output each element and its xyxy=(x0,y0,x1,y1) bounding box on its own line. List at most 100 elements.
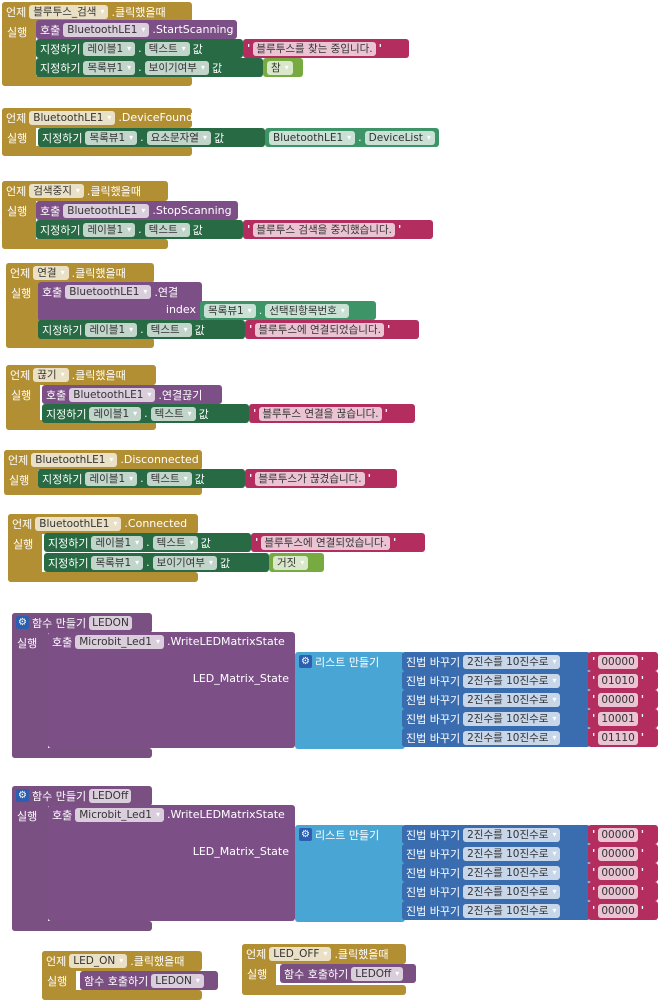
dropdown[interactable]: BluetoothLE1▾ xyxy=(35,516,122,531)
dropdown[interactable]: 보이기여부▾ xyxy=(152,555,217,570)
dropdown[interactable]: 레이블1▾ xyxy=(85,322,138,337)
dropdown[interactable]: DeviceList▾ xyxy=(364,130,435,145)
dropdown[interactable]: 2진수를 10진수로▾ xyxy=(463,846,561,861)
dropdown[interactable]: 2진수를 10진수로▾ xyxy=(463,692,561,707)
dropdown[interactable]: 요소문자열▾ xyxy=(146,130,211,145)
dropdown[interactable]: 2진수를 10진수로▾ xyxy=(463,711,561,726)
dropdown[interactable]: 레이블1▾ xyxy=(83,222,136,237)
dropdown[interactable]: LEDON▾ xyxy=(151,973,204,988)
make-a-list[interactable]: ⚙리스트 만들기 xyxy=(295,825,405,922)
dropdown[interactable]: BluetoothLE1▾ xyxy=(63,203,150,218)
text-string[interactable]: '블루투스 검색을 중지했습니다.' xyxy=(243,220,433,239)
dropdown[interactable]: 2진수를 10진수로▾ xyxy=(463,673,561,688)
dropdown[interactable]: 거짓▾ xyxy=(273,555,309,570)
dropdown[interactable]: 레이블1▾ xyxy=(89,406,142,421)
dropdown[interactable]: BluetoothLE1▾ xyxy=(31,452,118,467)
name-field[interactable]: LEDOff xyxy=(89,788,132,803)
dropdown[interactable]: 2진수를 10진수로▾ xyxy=(463,730,561,745)
dropdown[interactable]: BluetoothLE1▾ xyxy=(29,110,116,125)
text-string-field[interactable]: 블루투스 검색을 중지했습니다. xyxy=(253,222,395,237)
gear-icon[interactable]: ⚙ xyxy=(299,655,312,668)
text-string-field[interactable]: 00000 xyxy=(598,903,638,918)
dropdown[interactable]: 텍스트▾ xyxy=(152,535,198,550)
gear-icon[interactable]: ⚙ xyxy=(299,828,312,841)
dropdown[interactable]: BluetoothLE1▾ xyxy=(269,130,356,145)
dropdown[interactable]: LED_OFF▾ xyxy=(269,946,332,961)
dropdown[interactable]: 선택된항목번호▾ xyxy=(265,303,349,318)
dropdown[interactable]: 텍스트▾ xyxy=(150,406,196,421)
text-string[interactable]: '블루투스 연결을 끊습니다.' xyxy=(249,404,415,423)
dropdown[interactable]: 목록뷰1▾ xyxy=(83,60,136,75)
make-a-list[interactable]: ⚙리스트 만들기 xyxy=(295,652,405,749)
text-string[interactable]: '01010' xyxy=(588,671,658,690)
dropdown[interactable]: 끊기▾ xyxy=(33,367,69,382)
text-string[interactable]: '00000' xyxy=(588,652,658,671)
dropdown[interactable]: LEDOff▾ xyxy=(351,966,404,981)
text-string-field[interactable]: 00000 xyxy=(598,827,638,842)
text-string-field[interactable]: 00000 xyxy=(598,865,638,880)
gear-icon[interactable]: ⚙ xyxy=(16,616,29,629)
dropdown[interactable]: 보이기여부▾ xyxy=(144,60,209,75)
dropdown[interactable]: 참▾ xyxy=(267,60,293,75)
gear-icon[interactable]: ⚙ xyxy=(16,789,29,802)
dropdown[interactable]: BluetoothLE1▾ xyxy=(65,284,152,299)
text-string[interactable]: '00000' xyxy=(588,882,658,901)
dropdown[interactable]: BluetoothLE1▾ xyxy=(69,387,156,402)
dropdown[interactable]: 레이블1▾ xyxy=(91,535,144,550)
text-string[interactable]: '00000' xyxy=(588,690,658,709)
dropdown[interactable]: 2진수를 10진수로▾ xyxy=(463,865,561,880)
text-string[interactable]: '블루투스에 연결되었습니다.' xyxy=(245,320,419,339)
text-string-field[interactable]: 블루투스에 연결되었습니다. xyxy=(261,535,390,550)
dropdown[interactable]: 레이블1▾ xyxy=(85,471,138,486)
dropdown[interactable]: LED_ON▾ xyxy=(69,953,128,968)
dropdown[interactable]: 텍스트▾ xyxy=(146,322,192,337)
dropdown[interactable]: 목록뷰1▾ xyxy=(91,555,144,570)
boolean-false[interactable]: 거짓▾ xyxy=(269,553,324,572)
name-field[interactable]: LEDON xyxy=(89,615,132,630)
text-string-field[interactable]: 블루투스에 연결되었습니다. xyxy=(255,322,384,337)
dropdown[interactable]: BluetoothLE1▾ xyxy=(63,22,150,37)
text-string-field[interactable]: 00000 xyxy=(598,884,638,899)
text-string-field[interactable]: 10001 xyxy=(598,711,638,726)
text-string[interactable]: '10001' xyxy=(588,709,658,728)
dropdown[interactable]: 연결▾ xyxy=(33,265,69,280)
dropdown[interactable]: Microbit_Led1▾ xyxy=(75,634,164,649)
text-string-field[interactable]: 블루투스가 끊겼습니다. xyxy=(255,471,365,486)
dropdown[interactable]: 레이블1▾ xyxy=(83,41,136,56)
text-string[interactable]: '00000' xyxy=(588,901,658,920)
boolean-true[interactable]: 참▾ xyxy=(263,58,303,77)
text-string[interactable]: '00000' xyxy=(588,844,658,863)
text-string-field[interactable]: 00000 xyxy=(598,692,638,707)
dropdown[interactable]: 텍스트▾ xyxy=(144,41,190,56)
